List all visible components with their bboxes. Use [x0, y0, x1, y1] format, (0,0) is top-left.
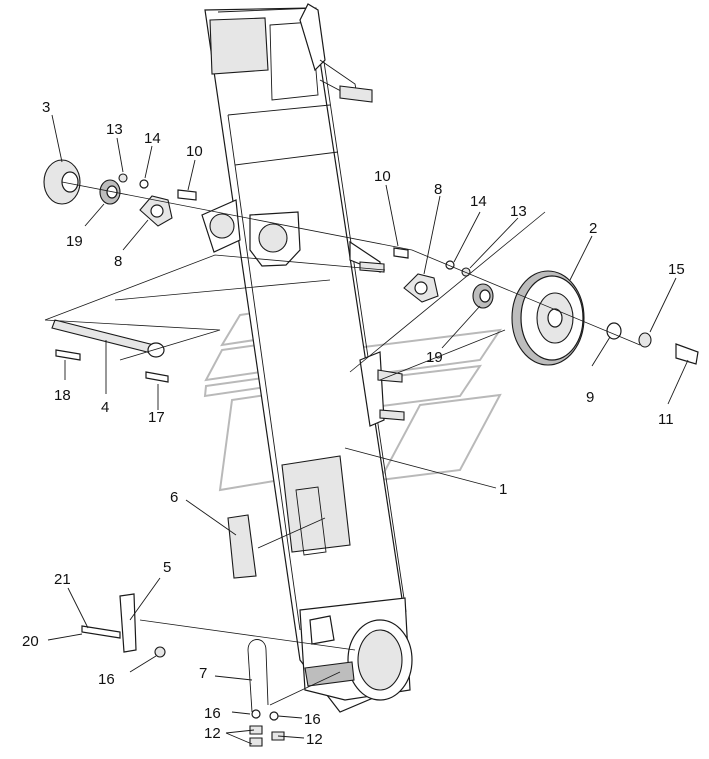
callout-15: 15 [668, 261, 685, 278]
callout-13: 13 [510, 203, 527, 220]
callout-16: 16 [304, 711, 321, 728]
flange-left [139, 195, 173, 227]
callout-14: 14 [470, 193, 487, 210]
callout-19: 19 [66, 233, 83, 250]
assembly-axes [44, 181, 641, 706]
callout-5: 5 [163, 559, 171, 576]
callout-1: 1 [499, 481, 507, 498]
callout-7: 7 [199, 665, 207, 682]
callout-10: 10 [186, 143, 203, 160]
callout-12: 12 [204, 725, 221, 742]
callout-16: 16 [204, 705, 221, 722]
frame-body [201, 3, 413, 713]
callout-4: 4 [101, 399, 109, 416]
pulley-sheave [511, 270, 585, 366]
callout-6: 6 [170, 489, 178, 506]
axle-bolt-set [606, 322, 699, 365]
callout-16: 16 [98, 671, 115, 688]
callout-20: 20 [22, 633, 39, 650]
bearing-right [472, 283, 494, 309]
callout-21: 21 [54, 571, 71, 588]
callout-labels: 3 13 14 10 19 8 10 8 14 13 2 15 19 9 11 … [22, 99, 685, 748]
shaft [51, 319, 169, 383]
cover-plate [227, 514, 257, 579]
small-hardware [118, 173, 471, 277]
callout-10: 10 [374, 168, 391, 185]
callout-19: 19 [426, 349, 443, 366]
bearing-left [99, 179, 121, 205]
callout-13: 13 [106, 121, 123, 138]
callout-3: 3 [42, 99, 50, 116]
callout-8: 8 [434, 181, 442, 198]
callout-11: 11 [658, 411, 674, 428]
callout-9: 9 [586, 389, 594, 406]
leader-lines [47, 114, 689, 745]
flange-right [403, 273, 439, 303]
callout-2: 2 [589, 220, 597, 237]
callout-14: 14 [144, 130, 161, 147]
callout-17: 17 [148, 409, 165, 426]
callout-8: 8 [114, 253, 122, 270]
callout-18: 18 [54, 387, 71, 404]
callout-12: 12 [306, 731, 323, 748]
bracket [81, 593, 166, 658]
